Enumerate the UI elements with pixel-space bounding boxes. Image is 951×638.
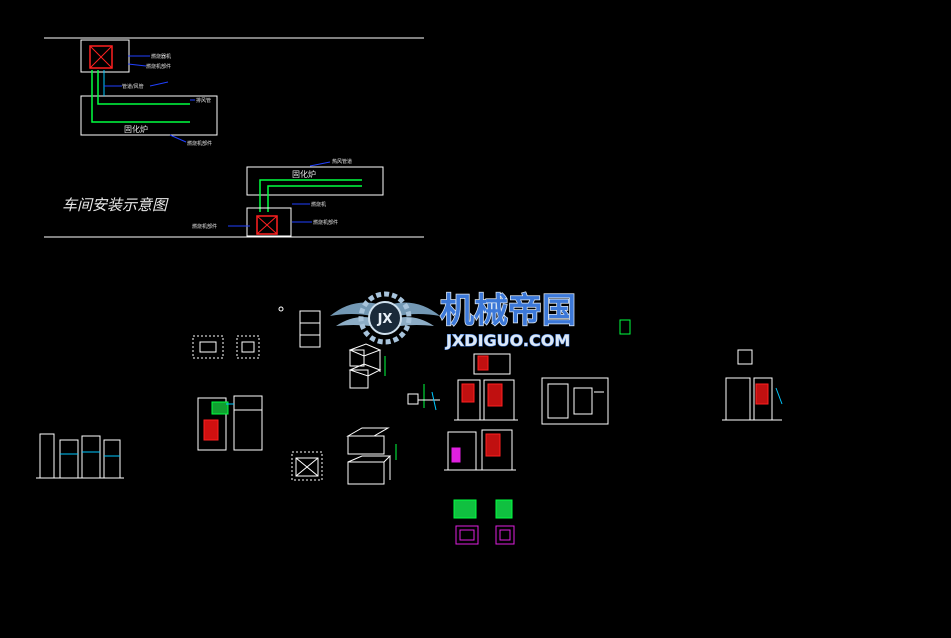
drawing-title: 车间安装示意图 (62, 196, 169, 214)
watermark-cn: 机械帝国 (440, 291, 576, 331)
furnace-label-upper: 固化炉 (124, 124, 148, 134)
curing-furnace-upper (80, 95, 218, 136)
burner-cabinet-right (722, 349, 783, 421)
cabinet-elevation-left (36, 433, 124, 479)
furnace-label-lower: 固化炉 (292, 169, 316, 179)
burner-housing-lower (246, 207, 292, 237)
burner-cabinet-pair-1 (454, 353, 518, 421)
callout-top-4: 排风管 (196, 97, 211, 104)
callout-top-3: 管道/风管 (122, 83, 144, 90)
burner-elevation-1 (197, 395, 263, 451)
plan-box-2 (236, 335, 260, 359)
iso-box-set-1 (348, 343, 386, 389)
curing-furnace-lower (246, 166, 384, 196)
grid-panels (453, 499, 515, 545)
burner-cabinet-pair-2 (444, 429, 516, 471)
pipe-detail (407, 384, 440, 411)
callout-bottom-4: 燃烧机部件 (192, 223, 217, 230)
callout-top-1: 燃烧器机 (151, 53, 171, 60)
iso-box-set-2 (346, 427, 397, 485)
callout-bottom-1: 热风管道 (332, 158, 352, 165)
watermark-en: JXDIGUO.COM (445, 331, 570, 350)
section-frame (541, 377, 609, 425)
workshop-layout-top: 固化炉 燃烧器机 燃烧机部件 管道/风管 排风管 燃烧机部件 固化炉 (44, 37, 424, 238)
callout-bottom-3: 燃烧机部件 (313, 219, 338, 226)
burner-lower (256, 215, 278, 235)
column-detail (299, 310, 321, 348)
burner-upper (89, 45, 113, 69)
site-watermark: JX 机械帝国 JXDIGUO.COM (330, 290, 577, 351)
logo-badge-text: JX (377, 312, 393, 327)
winged-gear-logo: JX (330, 291, 440, 345)
detail-drawings (36, 306, 783, 545)
fan-plan (291, 451, 323, 481)
callout-top-2: 燃烧机部件 (146, 63, 171, 70)
small-fitting (619, 319, 631, 335)
callout-bottom-2: 燃烧机 (311, 201, 326, 208)
plan-box-1 (192, 335, 224, 359)
burner-housing-upper (80, 39, 130, 73)
callout-top-5: 燃烧机部件 (187, 140, 212, 147)
